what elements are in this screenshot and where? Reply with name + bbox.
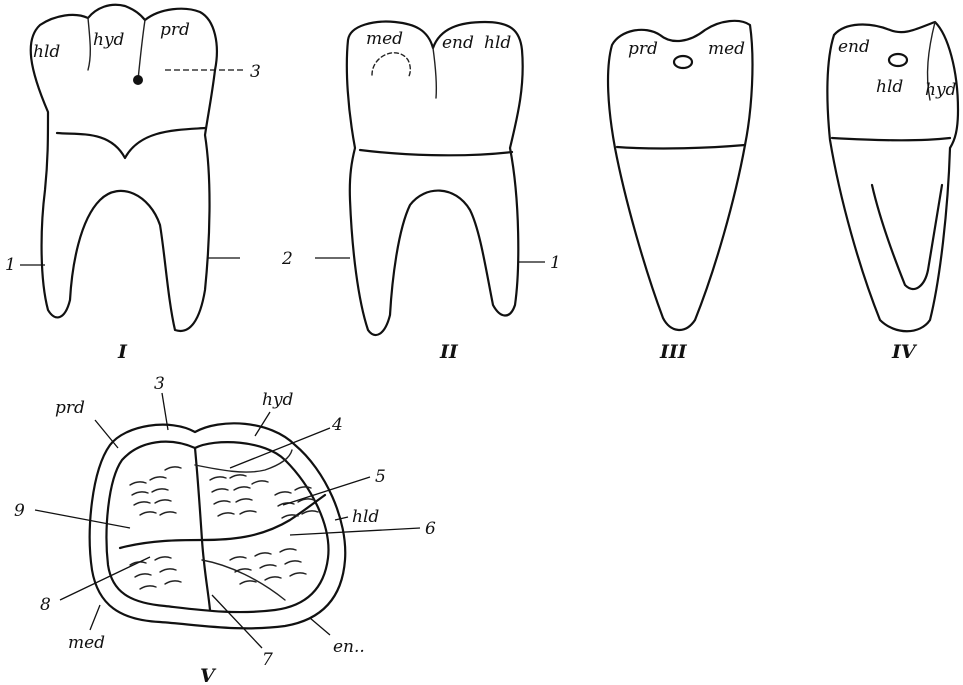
tooth-3-label-prd: prd <box>628 39 658 59</box>
tooth-5-number-9: 9 <box>14 501 25 521</box>
tooth-5-number-5: 5 <box>375 467 386 487</box>
tooth-5-transverse-fissure <box>120 495 325 548</box>
tooth-2-label-end: end <box>442 33 474 53</box>
tooth-5-roman-label: V <box>200 665 217 685</box>
tooth-1-pit-dot <box>133 75 143 85</box>
tooth-5-leader-5 <box>283 477 370 505</box>
tooth-5-leader-med <box>90 605 100 630</box>
tooth-5-number-3: 3 <box>154 374 165 394</box>
tooth-figure-4: end hld hyd IV <box>827 22 958 363</box>
tooth-2-label-hld: hld <box>484 33 511 53</box>
tooth-figure-2: med end hld 2 1 II <box>281 22 561 363</box>
tooth-5-leader-prd <box>95 420 118 448</box>
tooth-5-number-8: 8 <box>40 595 51 615</box>
tooth-figure-3: prd med III <box>608 21 752 363</box>
tooth-5-label-hld: hld <box>352 507 379 527</box>
tooth-5-number-6: 6 <box>425 519 436 539</box>
tooth-1-number-3: 3 <box>250 62 261 82</box>
tooth-5-leader-9 <box>35 510 130 528</box>
tooth-1-cemento-enamel-junction <box>57 128 205 158</box>
tooth-4-label-end: end <box>838 37 870 57</box>
tooth-5-inner-outline <box>107 442 329 612</box>
tooth-5-ridge-hatching <box>130 467 318 589</box>
tooth-1-cusp-groove-b <box>138 20 145 80</box>
tooth-1-roman-label: I <box>117 341 128 363</box>
tooth-4-pulp-horn <box>889 54 907 66</box>
tooth-1-label-hyd: hyd <box>93 30 125 50</box>
tooth-2-label-med: med <box>366 29 403 49</box>
tooth-4-label-hyd: hyd <box>925 80 957 100</box>
tooth-2-cusp-arch <box>372 53 410 78</box>
tooth-4-roman-label: IV <box>891 341 918 363</box>
tooth-1-label-hld: hld <box>33 42 60 62</box>
tooth-5-label-prd: prd <box>55 398 85 418</box>
tooth-5-label-hyd: hyd <box>262 390 294 410</box>
tooth-5-leader-8 <box>60 557 150 600</box>
tooth-4-cemento-enamel-junction <box>832 138 950 140</box>
tooth-2-roman-label: II <box>439 341 459 363</box>
tooth-5-leader-en <box>310 618 330 635</box>
tooth-5-number-7: 7 <box>262 650 273 670</box>
tooth-1-label-prd: prd <box>160 20 190 40</box>
tooth-figure-5: prd hyd hld med en.. 3 4 5 6 9 8 7 V <box>14 374 436 685</box>
tooth-2-number-2: 2 <box>281 249 293 269</box>
tooth-5-leader-hyd <box>255 412 270 436</box>
tooth-5-leader-6 <box>290 528 420 535</box>
tooth-2-number-1: 1 <box>550 253 561 273</box>
tooth-5-leader-7 <box>212 595 262 648</box>
tooth-3-pulp-horn <box>674 56 692 68</box>
tooth-figure-1: hld hyd prd 3 1 I <box>5 5 261 363</box>
tooth-3-cemento-enamel-junction <box>617 145 745 148</box>
tooth-5-label-med: med <box>68 633 105 653</box>
tooth-2-groove <box>433 48 436 98</box>
tooth-1-number-1: 1 <box>5 255 16 275</box>
tooth-5-number-4: 4 <box>331 415 343 435</box>
tooth-5-fissure-lower <box>202 560 285 600</box>
tooth-4-outline <box>827 22 958 331</box>
tooth-3-roman-label: III <box>659 341 688 363</box>
tooth-4-root-canal <box>872 185 942 289</box>
tooth-3-label-med: med <box>708 39 745 59</box>
tooth-5-label-en: en.. <box>333 637 365 657</box>
tooth-2-cemento-enamel-junction <box>360 150 512 155</box>
tooth-4-label-hld: hld <box>876 77 903 97</box>
tooth-1-cusp-groove-a <box>88 18 90 70</box>
tooth-5-central-fissure <box>195 448 210 610</box>
